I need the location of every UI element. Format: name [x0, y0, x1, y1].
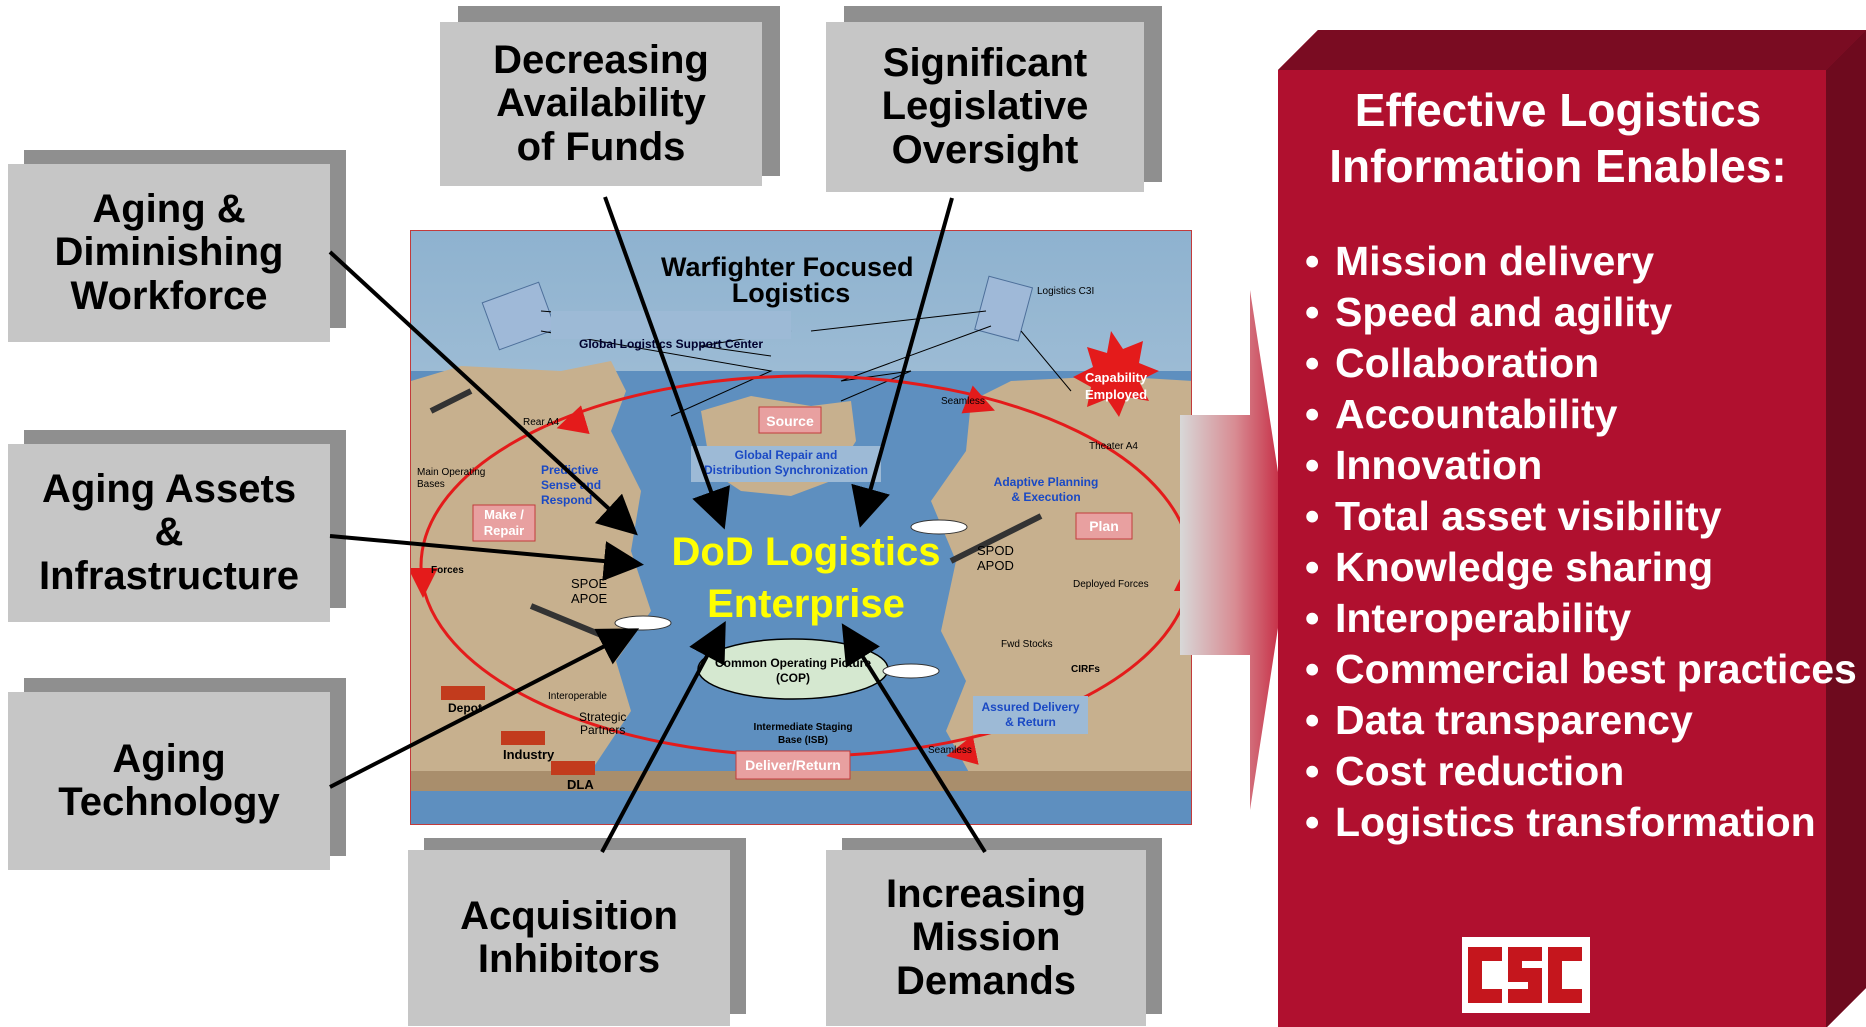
enabler-arrow-icon — [1180, 290, 1290, 810]
main-bases-label: Main Operating Bases — [417, 467, 486, 490]
map-center-line1: DoD Logistics — [671, 530, 941, 574]
source-label: Source — [766, 413, 814, 429]
satellite-icon — [974, 275, 1034, 342]
enabler-list: Mission deliverySpeed and agilityCollabo… — [1305, 236, 1865, 848]
challenge-box-technology: Aging Technology — [8, 678, 346, 870]
fwd-stocks-label: Fwd Stocks — [1001, 639, 1053, 650]
challenge-box-acquisition: Acquisition Inhibitors — [408, 838, 746, 1026]
csc-logo — [1462, 937, 1590, 1013]
enabler-item: Total asset visibility — [1305, 491, 1865, 542]
challenge-box-workforce: Aging & Diminishing Workforce — [8, 150, 346, 342]
enabler-item: Cost reduction — [1305, 746, 1865, 797]
enabler-item: Collaboration — [1305, 338, 1865, 389]
challenge-label: Acquisition Inhibitors — [460, 893, 678, 981]
cop-label: Common Operating Picture (COP) — [714, 656, 872, 685]
seamless-bottom-label: Seamless — [928, 745, 972, 756]
capability-burst-icon — [1073, 331, 1159, 417]
enabler-item: Interoperability — [1305, 593, 1865, 644]
enabler-item: Logistics transformation — [1305, 797, 1865, 848]
challenge-label: Significant Legislative Oversight — [881, 41, 1089, 172]
predictive-label: Predictive Sense and Respond — [541, 463, 602, 507]
make-repair-label: Make / Repair — [483, 507, 525, 538]
challenge-box-funds: Decreasing Availability of Funds — [440, 6, 780, 186]
challenge-label: Increasing Mission Demands — [885, 872, 1087, 1003]
capability-label: Capability Employed — [1084, 370, 1148, 402]
global-support-label: Global Logistics Support Center — [578, 337, 763, 351]
strategic-partners-label: Strategic Partners — [579, 710, 627, 737]
enabler-item: Commercial best practices — [1305, 644, 1865, 695]
challenge-label: Decreasing Availability of Funds — [493, 38, 709, 169]
industry-label: Industry — [503, 747, 555, 762]
challenge-box-assets: Aging Assets & Infrastructure — [8, 430, 346, 622]
adaptive-label: Adaptive Planning & Execution — [993, 475, 1099, 504]
map-center-label: DoD Logistics Enterprise — [606, 526, 1006, 630]
enabler-title-text: Effective Logistics Information Enables: — [1329, 84, 1787, 192]
cirfs-label: CIRFs — [1071, 664, 1100, 675]
theater-label: Theater A4 — [1089, 441, 1138, 452]
logistics-c3i-label: Logistics C3I — [1037, 286, 1095, 297]
logistics-enterprise-map: Warfighter Focused Logistics DoD Logisti… — [410, 230, 1192, 825]
challenge-box-oversight: Significant Legislative Oversight — [826, 6, 1162, 192]
enabler-item: Data transparency — [1305, 695, 1865, 746]
enabler-item: Accountability — [1305, 389, 1865, 440]
deployed-forces-label: Deployed Forces — [1073, 579, 1149, 590]
deliver-return-label: Deliver/Return — [745, 757, 841, 773]
depot-label: Depot — [448, 701, 482, 715]
dla-label: DLA — [567, 777, 594, 792]
spod-label: SPOD APOD — [977, 543, 1014, 573]
enabler-item: Innovation — [1305, 440, 1865, 491]
enabler-item: Knowledge sharing — [1305, 542, 1865, 593]
map-center-line2: Enterprise — [707, 582, 905, 626]
challenge-box-mission: Increasing Mission Demands — [826, 838, 1162, 1026]
isb-label: Intermediate Staging Base (ISB) — [753, 722, 853, 746]
enabler-item: Mission delivery — [1305, 236, 1865, 287]
repair-sync-label: Global Repair and Distribution Synchroni… — [704, 448, 868, 477]
seamless-top-label: Seamless — [941, 396, 985, 407]
plan-label: Plan — [1089, 518, 1119, 534]
rear-label: Rear A4 — [523, 417, 560, 428]
enabler-item: Speed and agility — [1305, 287, 1865, 338]
challenge-label: Aging & Diminishing Workforce — [54, 187, 284, 318]
assured-delivery-label: Assured Delivery & Return — [981, 700, 1080, 729]
map-title-line: Logistics — [732, 278, 851, 308]
challenge-label: Aging Assets & Infrastructure — [38, 467, 300, 598]
challenge-label: Aging Technology — [58, 736, 280, 824]
interoperable-label: Interoperable — [548, 691, 607, 702]
forces-label: Forces — [431, 565, 464, 576]
spoe-label: SPOE APOE — [571, 576, 608, 606]
enabler-title: Effective Logistics Information Enables: — [1302, 82, 1814, 194]
